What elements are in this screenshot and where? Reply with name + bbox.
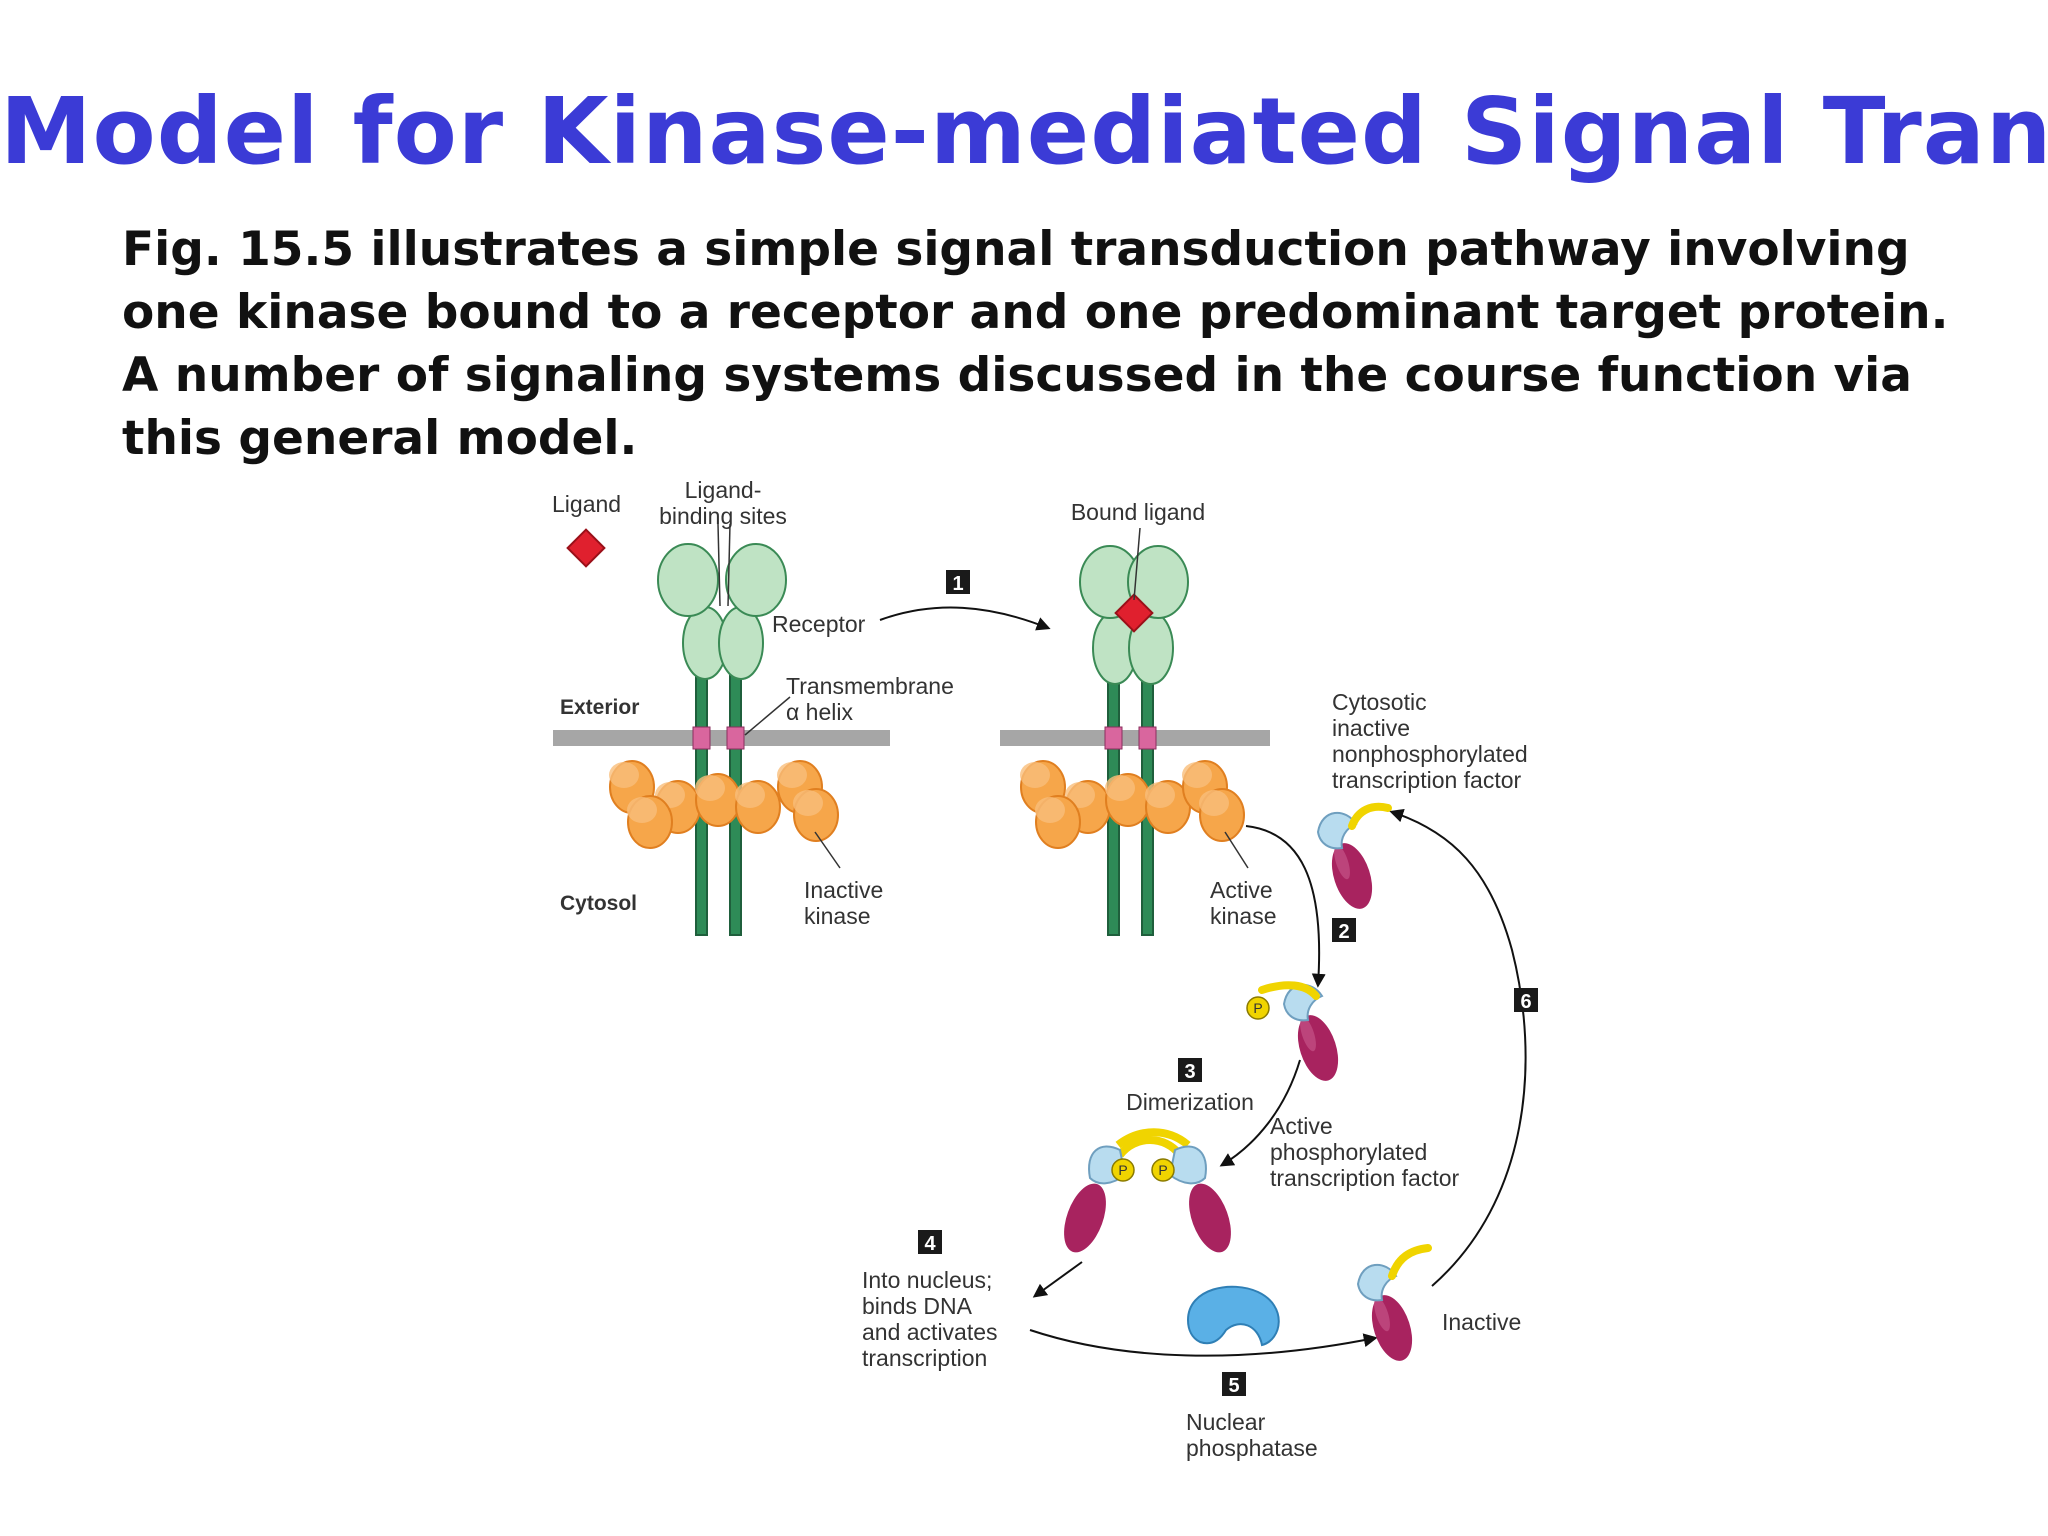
step-5: 5 Nuclear phosphatase (1029, 1285, 1378, 1461)
label-active-kinase-2: kinase (1210, 903, 1276, 929)
step-2-number: 2 (1338, 921, 1349, 943)
label-transmembrane-2: α helix (786, 699, 853, 725)
step-6: 6 (1389, 808, 1538, 1287)
label-inactive: Inactive (1442, 1309, 1521, 1335)
inactive-receptor-panel: Ligand Ligand- binding sites Receptor Ex… (552, 477, 954, 936)
label-ligand: Ligand (552, 491, 621, 517)
label-inactive-kinase-2: kinase (804, 903, 870, 929)
label-active-kinase-1: Active (1210, 877, 1273, 903)
step-3: 3 Dimerization Active phosphorylated tra… (1126, 1058, 1460, 1191)
label-cytosolic-tf-3: nonphosphorylated (1332, 741, 1528, 767)
label-ligand-binding-1: Ligand- (685, 477, 762, 503)
step-4: 4 Into nucleus; binds DNA and activates … (862, 1230, 1083, 1371)
step-2: 2 (1245, 825, 1356, 988)
label-exterior: Exterior (560, 696, 639, 719)
step-1: 1 (879, 570, 1051, 631)
phospho-label-1: P (1253, 1000, 1262, 1016)
phospho-label-3: P (1158, 1162, 1167, 1178)
label-active-tf-1: Active (1270, 1113, 1333, 1139)
active-kinase-right (1019, 760, 1245, 849)
phospho-label-2: P (1118, 1162, 1127, 1178)
membrane-left (553, 730, 890, 746)
label-cytosolic-tf-4: transcription factor (1332, 767, 1522, 793)
label-nucleus-4: transcription (862, 1345, 987, 1371)
inactive-transcription-factor: Inactive (1357, 1244, 1521, 1367)
inactive-kinase-left (608, 760, 839, 849)
label-cytosol: Cytosol (560, 892, 637, 915)
phosphorylated-transcription-factor: P (1246, 981, 1347, 1087)
label-dimerization: Dimerization (1126, 1089, 1254, 1115)
label-cytosolic-tf-1: Cytosotic (1332, 689, 1427, 715)
label-bound-ligand: Bound ligand (1071, 499, 1205, 525)
step-5-number: 5 (1228, 1375, 1239, 1397)
ligand-diamond (566, 528, 606, 568)
label-nucleus-1: Into nucleus; (862, 1267, 992, 1293)
step-1-number: 1 (952, 573, 963, 595)
label-ligand-binding-2: binding sites (659, 503, 787, 529)
label-phosphatase-2: phosphatase (1186, 1435, 1318, 1461)
label-cytosolic-tf-2: inactive (1332, 715, 1410, 741)
nuclear-phosphatase-shape (1186, 1285, 1280, 1347)
label-active-tf-3: transcription factor (1270, 1165, 1460, 1191)
label-transmembrane-1: Transmembrane (786, 673, 954, 699)
active-receptor-panel: Bound ligand Active kinase (1000, 499, 1276, 936)
slide-title: Model for Kinase-mediated Signal Trans. (0, 78, 2048, 185)
cytosolic-inactive-transcription-factor: Cytosotic inactive nonphosphorylated tra… (1317, 689, 1528, 915)
membrane-right (1000, 730, 1270, 746)
label-nucleus-3: and activates (862, 1319, 998, 1345)
step-6-number: 6 (1520, 991, 1531, 1013)
slide-body-text: Fig. 15.5 illustrates a simple signal tr… (122, 222, 1949, 466)
label-inactive-kinase-1: Inactive (804, 877, 883, 903)
label-receptor: Receptor (772, 611, 866, 637)
step-3-number: 3 (1184, 1061, 1195, 1083)
label-phosphatase-1: Nuclear (1186, 1409, 1266, 1435)
step-4-number: 4 (924, 1233, 936, 1255)
phosphorylated-tf-dimer: P P (1064, 1128, 1231, 1253)
label-active-tf-2: phosphorylated (1270, 1139, 1427, 1165)
label-nucleus-2: binds DNA (862, 1293, 973, 1319)
